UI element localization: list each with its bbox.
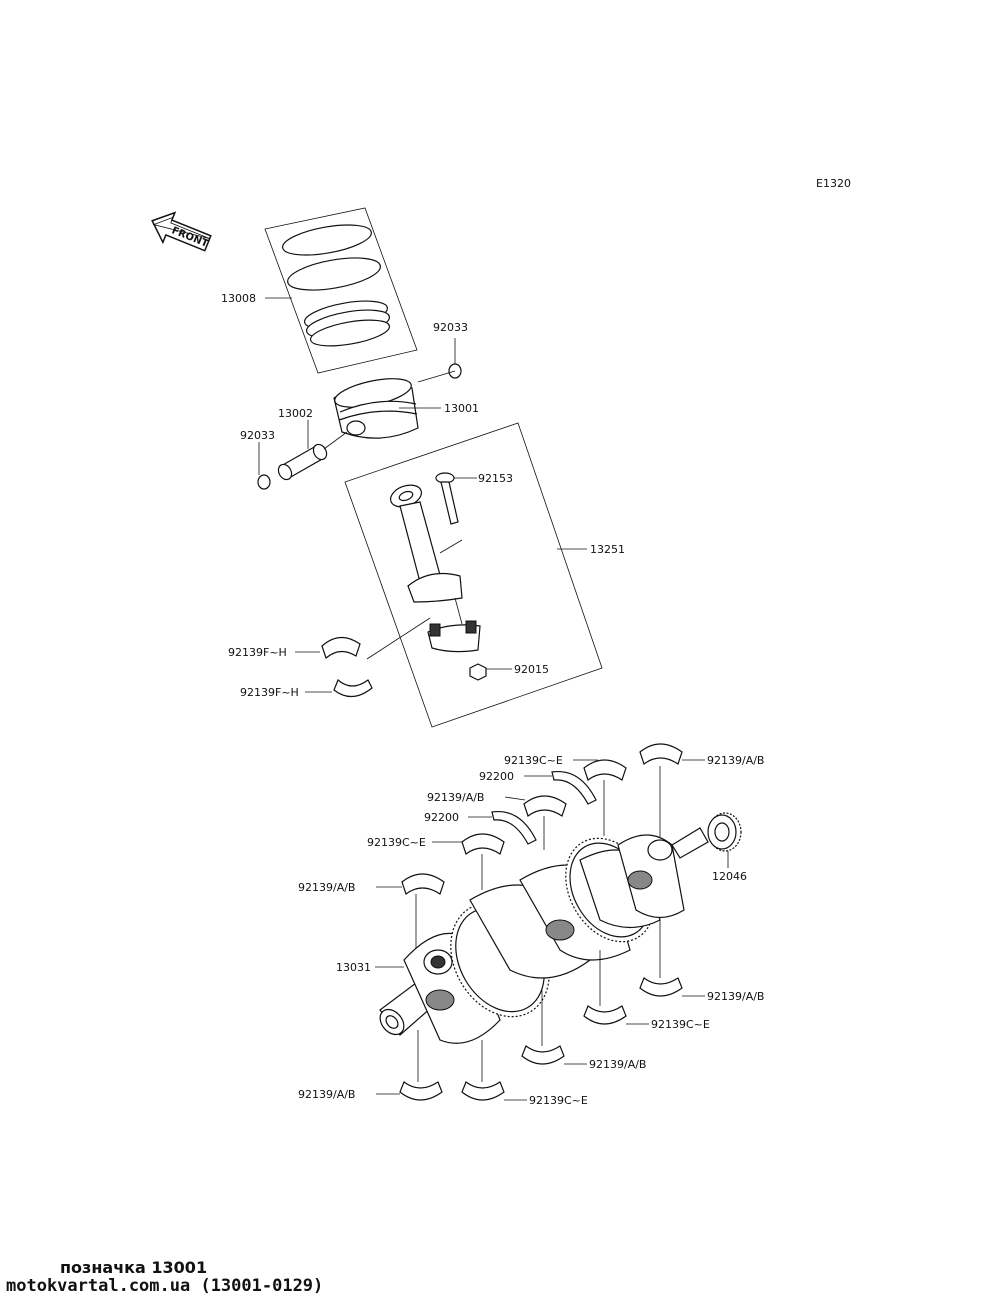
main-bearing-ce-top (583, 759, 627, 781)
label-13008: 13008 (221, 292, 256, 305)
label-92139ab-right-top: 92139/A/B (707, 754, 764, 767)
footer-source: motokvartal.com.ua (13001-0129) (6, 1276, 324, 1296)
label-92139ab-bot-left: 92139/A/B (298, 1088, 355, 1101)
crankshaft (379, 827, 709, 1044)
main-bearing-right-bot (639, 977, 683, 997)
front-arrow-icon: FRONT (151, 211, 212, 252)
circlip-left (257, 474, 271, 490)
label-92139ab-right-bot: 92139/A/B (707, 990, 764, 1003)
thrust-washer-mid (491, 810, 537, 845)
label-92139ab-bot-mid: 92139/A/B (589, 1058, 646, 1071)
label-92200-top: 92200 (479, 770, 514, 783)
label-92139ab-mid: 92139/A/B (427, 791, 484, 804)
connecting-rod (389, 484, 463, 603)
label-92139ce-bot: 92139C~E (529, 1094, 588, 1107)
ring-set-box (264, 207, 418, 374)
label-92153: 92153 (478, 472, 513, 485)
label-12046: 12046 (712, 870, 747, 883)
label-92139ce-mid: 92139C~E (367, 836, 426, 849)
thrust-washer-top (551, 770, 597, 805)
piston-pin (277, 443, 328, 481)
conrod-nut (469, 663, 487, 681)
main-bearing-ab-mid (523, 795, 567, 817)
ref-code: E1320 (816, 177, 851, 190)
main-bearing-ab-bot-mid (521, 1045, 565, 1065)
label-92139ce-top: 92139C~E (504, 754, 563, 767)
label-92139fh-upper: 92139F~H (228, 646, 287, 659)
footer-caption: позначка 13001 (60, 1258, 208, 1277)
main-bearing-ab-left (401, 873, 445, 895)
label-13001: 13001 (444, 402, 479, 415)
label-13251: 13251 (590, 543, 625, 556)
conrod-bolt (435, 472, 459, 525)
main-bearing-ce-bot (461, 1081, 505, 1101)
piston (333, 378, 419, 439)
main-bearing-ce-right-bot (583, 1005, 627, 1025)
label-92139fh-lower: 92139F~H (240, 686, 299, 699)
label-13031: 13031 (336, 961, 371, 974)
rod-cap (427, 620, 481, 653)
rod-bearing-lower (333, 678, 373, 698)
main-bearing-ce-mid (461, 833, 505, 855)
crank-gear (707, 812, 742, 852)
label-92033-right: 92033 (433, 321, 468, 334)
label-92033-left: 92033 (240, 429, 275, 442)
main-bearing-ab-bot-left (399, 1081, 443, 1101)
label-92139ab-left: 92139/A/B (298, 881, 355, 894)
label-92015: 92015 (514, 663, 549, 676)
conrod-set-box (344, 422, 603, 728)
piston-rings (282, 224, 391, 347)
rod-bearing-upper (321, 636, 361, 660)
main-bearing-right-top (639, 743, 683, 765)
label-13002: 13002 (278, 407, 313, 420)
label-92200-mid: 92200 (424, 811, 459, 824)
label-92139ce-right-bot: 92139C~E (651, 1018, 710, 1031)
